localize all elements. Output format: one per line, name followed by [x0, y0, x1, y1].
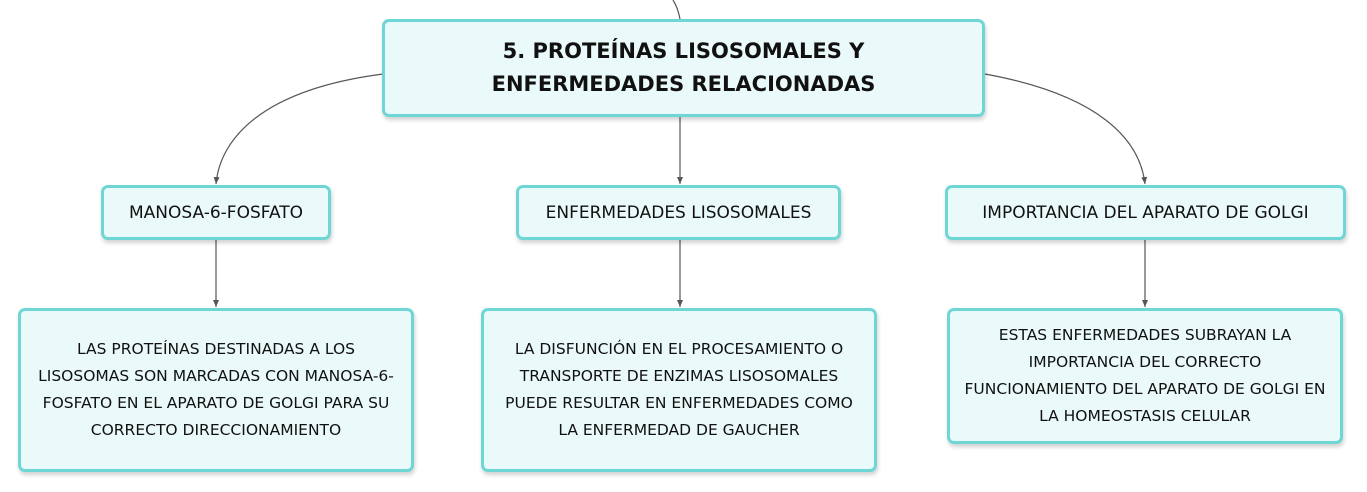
detail-node-manosa-6-fosfato[interactable]: LAS PROTEÍNAS DESTINADAS A LOS LISOSOMAS…	[18, 308, 414, 472]
topic-label: MANOSA-6-FOSFATO	[128, 202, 304, 223]
root-title: 5. PROTEÍNAS LISOSOMALES Y ENFERMEDADES …	[491, 39, 876, 96]
detail-node-enfermedades-lisosomales[interactable]: LA DISFUNCIÓN EN EL PROCESAMIENTO O TRAN…	[481, 308, 877, 472]
detail-node-importancia-aparato-golgi[interactable]: ESTAS ENFERMEDADES SUBRAYAN LA IMPORTANC…	[947, 308, 1343, 444]
connector-root-to-topic-3	[984, 73, 1148, 185]
connector-parent-to-root	[672, 0, 681, 20]
topic-node-importancia-aparato-golgi[interactable]: IMPORTANCIA DEL APARATO DE GOLGI	[945, 185, 1346, 240]
topic-node-manosa-6-fosfato[interactable]: MANOSA-6-FOSFATO	[101, 185, 331, 240]
topic-label: IMPORTANCIA DEL APARATO DE GOLGI	[982, 202, 1309, 223]
topic-label: ENFERMEDADES LISOSOMALES	[545, 202, 812, 223]
detail-text: ESTAS ENFERMEDADES SUBRAYAN LA IMPORTANC…	[964, 326, 1326, 425]
topic-node-enfermedades-lisosomales[interactable]: ENFERMEDADES LISOSOMALES	[516, 185, 841, 240]
connector-root-to-topic-1	[213, 73, 384, 185]
root-node[interactable]: 5. PROTEÍNAS LISOSOMALES Y ENFERMEDADES …	[382, 19, 985, 117]
detail-text: LAS PROTEÍNAS DESTINADAS A LOS LISOSOMAS…	[38, 340, 394, 439]
detail-text: LA DISFUNCIÓN EN EL PROCESAMIENTO O TRAN…	[505, 340, 853, 439]
